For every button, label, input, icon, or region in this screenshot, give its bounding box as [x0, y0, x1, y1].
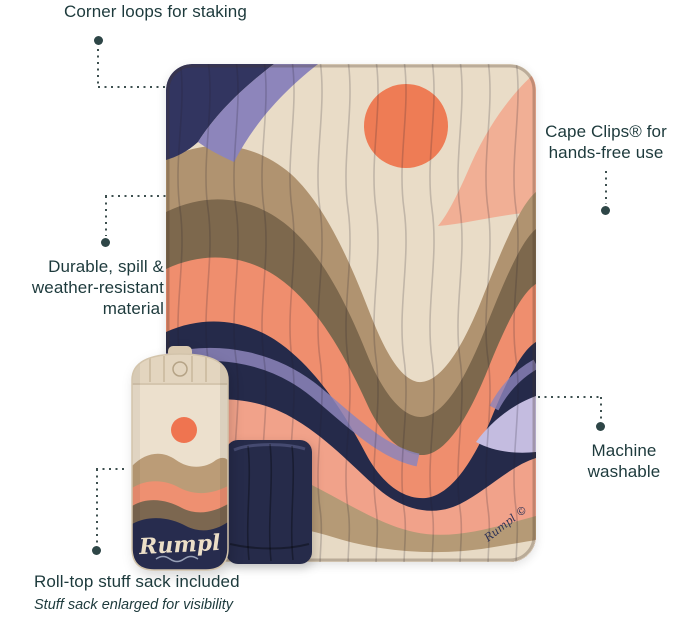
callout-durable: Durable, spill & weather-resistant mater…: [31, 257, 164, 319]
leader-dot-rolltop: [92, 546, 101, 555]
folded-quilt-line: [290, 445, 295, 561]
leader-line-corner-loops-v: [97, 49, 99, 87]
corner-navy-top: [166, 64, 274, 160]
sack-wave-line: [155, 555, 199, 563]
sack-sun: [171, 417, 197, 443]
corner-purple-stripe: [198, 64, 318, 162]
leader-line-durable-v: [105, 196, 107, 236]
purple-streak: [166, 348, 420, 467]
purple-streak-right: [489, 359, 536, 411]
leader-line-corner-loops-h: [98, 86, 166, 88]
folded-quilt-line: [246, 445, 251, 561]
folded-edge-line: [229, 543, 310, 550]
leader-dot-durable: [101, 238, 110, 247]
leader-dot-corner-loops: [94, 36, 103, 45]
sack-brand-logo: Rumpl: [137, 530, 221, 560]
rolltop-folds: [149, 356, 207, 382]
folded-blanket: [226, 440, 312, 564]
folded-quilt-line: [268, 443, 273, 562]
folded-blanket-body: [226, 440, 312, 564]
leader-dot-cape-clips: [601, 206, 610, 215]
leader-line-durable-h: [105, 195, 166, 197]
stuff-sack: Rumpl: [128, 346, 232, 572]
callout-machine-washable: Machine washable: [587, 441, 661, 482]
callout-cape-clips: Cape Clips® for hands-free use: [545, 122, 667, 163]
callout-corner-loops: Corner loops for staking: [64, 2, 247, 21]
leader-line-rolltop-h: [96, 468, 127, 470]
leader-dot-machine: [596, 422, 605, 431]
sack-shade-left: [132, 354, 140, 570]
blanket-binding-edge: [166, 64, 536, 562]
sack-outline: [131, 353, 229, 571]
leader-line-machine-h: [538, 396, 601, 398]
folded-blanket-graphic: [226, 440, 312, 564]
sun-graphic: [364, 84, 448, 168]
sack-logo-stamp: [172, 361, 188, 377]
lavender-patch: [476, 396, 536, 453]
leader-line-rolltop-v: [96, 469, 98, 545]
leader-line-cape-clips-v: [605, 171, 607, 204]
sack-shade-right: [220, 354, 228, 570]
leader-line-machine-v: [600, 397, 602, 420]
stuff-sack-graphic: Rumpl: [131, 346, 229, 571]
folded-blanket-highlight: [233, 443, 306, 452]
callout-roll-top: Roll-top stuff sack included: [34, 572, 240, 591]
callout-roll-top-note: Stuff sack enlarged for visibility: [34, 597, 234, 613]
